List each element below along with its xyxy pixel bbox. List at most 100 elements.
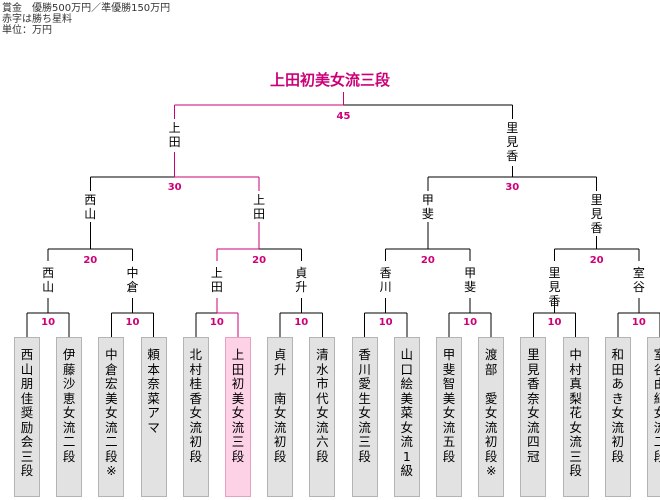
name-char: 里 [548, 266, 561, 280]
prize-note-prize: 賞金 優勝500万円／準優勝150万円 [2, 3, 171, 14]
player-name-char: 甲 [442, 347, 456, 362]
player-name-char: 流 [62, 419, 76, 435]
player-name-char [489, 377, 493, 392]
player-name-char: 三 [358, 434, 371, 449]
player-name-char: 香 [527, 376, 540, 391]
player-name-char: 女 [527, 405, 540, 420]
player-card: 和田あき女流初段 [604, 337, 631, 497]
name-char: 田 [253, 207, 266, 221]
name-char: 見 [506, 135, 519, 149]
player-name-char: 六 [316, 434, 329, 449]
player-name-char: 二 [62, 434, 76, 449]
player-name-char: 田 [611, 361, 625, 377]
player-name-char: 五 [442, 434, 456, 449]
player-name-char: 女 [400, 419, 414, 435]
player-name-char: 口 [400, 361, 414, 377]
name-char: 貞 [295, 266, 308, 280]
player-name-char: 励 [20, 419, 34, 435]
player-card: 伊藤沙恵女流二段 [56, 337, 83, 497]
player-name-char: 二 [105, 434, 118, 449]
player-name-char: 段 [189, 448, 203, 464]
player-name-char: 女 [273, 405, 287, 420]
player-name-char: 会 [20, 434, 34, 449]
player-name-char: 北 [189, 347, 203, 362]
player-name-char: 流 [105, 419, 118, 435]
player-name-char: 女 [231, 405, 245, 420]
player-name-char: 里 [527, 347, 540, 362]
player-name-char: 女 [653, 405, 660, 420]
player-name-char: 愛 [484, 390, 498, 406]
player-name-char: 香 [189, 390, 203, 406]
quarterfinal-right-name: 甲斐 [462, 266, 478, 294]
player-name-char: 真 [569, 376, 582, 391]
player-name-char: 沙 [62, 376, 76, 391]
player-name-char: 倉 [105, 361, 118, 377]
name-char: 香 [379, 266, 392, 280]
name-char: 川 [379, 280, 392, 294]
player-name-char: 絵 [400, 376, 414, 391]
player-name-char: 段 [20, 463, 34, 478]
player-card: 渡部 愛女流初段※ [478, 337, 505, 497]
player-name-char: 流 [358, 419, 371, 435]
player-card: 上田初美女流三段 [225, 337, 251, 497]
name-char: 中 [126, 266, 139, 280]
player-card: 香川愛生女流三段 [351, 337, 378, 497]
player-card: 中村真梨花女流三段 [562, 337, 589, 497]
name-char: 上 [253, 193, 266, 207]
player-name-char: 二 [653, 434, 660, 449]
player-name-char: 村 [189, 361, 203, 377]
quarterfinal-right-name: 室谷 [631, 266, 647, 294]
player-name-char: 南 [273, 390, 287, 406]
player-name-char: 香 [358, 347, 371, 362]
player-name-char: 代 [316, 390, 329, 406]
name-char: 斐 [464, 280, 477, 294]
player-name-char: 女 [569, 419, 582, 435]
player-name-char: 段 [231, 448, 245, 464]
player-name-char: 三 [20, 448, 34, 464]
player-name-char: 奈 [527, 390, 540, 406]
semifinal-score: 30 [167, 182, 182, 193]
player-card: 貞升 南女流初段 [267, 337, 294, 497]
quarterfinal-right-name: 中倉 [125, 266, 141, 294]
player-name-char: 段 [358, 448, 371, 464]
name-char: 上 [168, 121, 181, 135]
player-name-char: ア [147, 405, 160, 420]
player-card: 甲斐智美女流五段 [436, 337, 462, 497]
player-name-char: 流 [653, 419, 660, 435]
name-char: 倉 [126, 280, 139, 294]
player-name-char: 女 [358, 405, 371, 420]
player-name-char [278, 377, 282, 392]
player-name-char: 女 [442, 405, 456, 420]
player-name-char: 流 [569, 434, 582, 449]
player-name-char: 流 [527, 419, 540, 435]
semifinal-score: 30 [505, 182, 520, 193]
final-right-name: 里見香 [504, 121, 520, 163]
player-card: 西山朋佳奨励会三段 [14, 337, 40, 497]
final-left-name: 上田 [167, 121, 183, 149]
player-name-char: 紀 [653, 390, 660, 406]
player-name-char: 流 [189, 419, 203, 435]
player-name-char: 恵 [62, 390, 76, 406]
player-card: 北村桂香女流初段 [182, 337, 209, 497]
name-char: 見 [548, 280, 561, 294]
player-name-char: 段 [484, 448, 498, 464]
player-name-char: 初 [273, 434, 287, 449]
name-char: 甲 [421, 193, 434, 207]
player-name-char: 中 [569, 347, 582, 362]
round1-score: 10 [378, 317, 393, 328]
player-name-char: 奈 [147, 376, 160, 391]
player-name-char: 谷 [653, 361, 660, 377]
player-name-char: 女 [105, 405, 118, 420]
name-char: 香 [506, 149, 519, 163]
player-name-char: 伊 [62, 347, 76, 362]
prize-note-unit: 単位：万円 [2, 25, 52, 36]
round1-score: 10 [463, 317, 478, 328]
player-name-char: 頼 [147, 347, 160, 362]
player-name-char: 貞 [273, 347, 287, 362]
semifinal-right-name: 上田 [251, 193, 267, 221]
player-name-char: ※ [106, 463, 117, 478]
round1-score: 10 [294, 317, 309, 328]
player-card: 里見香奈女流四冠 [520, 337, 547, 497]
